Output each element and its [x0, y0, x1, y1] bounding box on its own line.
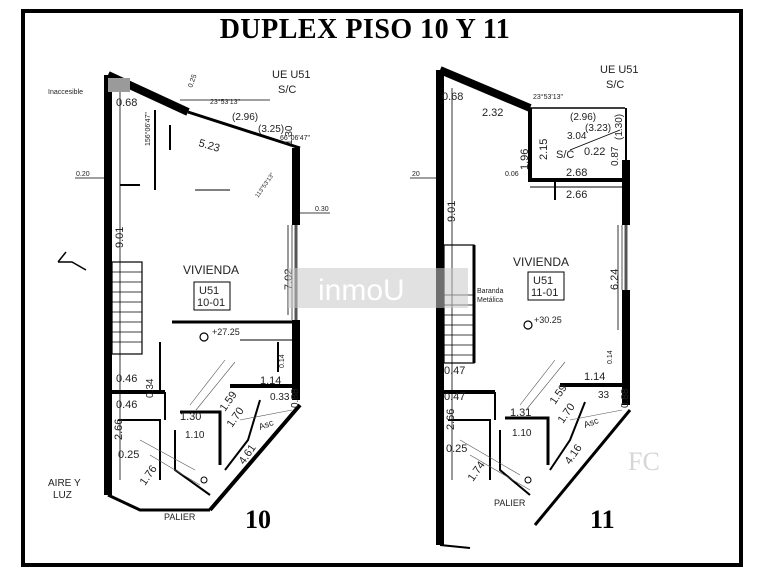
unit-code-label: U51: [199, 285, 219, 297]
ue-label: UE U51: [272, 69, 311, 81]
dim-label: 20: [412, 171, 420, 178]
baranda-label-1: Baranda: [477, 288, 504, 295]
dim-label: 0.25: [118, 449, 139, 461]
dim-label: 0.34: [145, 378, 156, 398]
angle-label: 66°06'47": [280, 134, 310, 142]
page-title: DUPLEX PISO 10 Y 11: [219, 14, 511, 45]
dim-label: 0.46: [116, 373, 137, 385]
watermark-corner-logo: FC: [628, 447, 660, 476]
room-name-label: VIVIENDA: [183, 263, 239, 277]
dim-label: 0.14: [279, 354, 286, 368]
sc-label-inner: S/C: [556, 149, 574, 161]
angle-label: 23°53'13": [210, 98, 240, 106]
palier-label: PALIER: [494, 498, 526, 508]
inaccessible-label: Inaccesible: [48, 89, 83, 96]
dim-label: 0.22: [584, 146, 605, 158]
dim-label: 1.14: [260, 375, 281, 387]
unit-tag-box: [193, 281, 231, 311]
floor-plan-11: [410, 66, 632, 549]
unit-code-label: U51: [533, 275, 553, 287]
dim-label: 2.66: [445, 409, 457, 430]
room-name-label: VIVIENDA: [513, 255, 569, 269]
dim-label: 33: [598, 390, 610, 401]
floor-label-10: 10: [245, 505, 271, 534]
outer-wall-ne-diagonal: [187, 110, 301, 150]
level-label: +27.25: [212, 327, 240, 337]
dim-label: 0.88: [290, 388, 301, 408]
dim-label: 1.76: [138, 463, 160, 487]
outer-wall-se-diagonal: [208, 403, 302, 512]
sc-label: S/C: [606, 79, 624, 91]
unit-tag-box: [527, 271, 565, 301]
dim-label: 0.33: [270, 392, 290, 403]
floor-label-11: 11: [590, 505, 615, 534]
watermark-text: inmoU: [318, 274, 405, 307]
dim-label: 0.88: [620, 388, 631, 408]
asc-label: Asc: [257, 417, 275, 432]
baranda-label-2: Metálica: [477, 297, 503, 304]
dim-label: 3.04: [567, 131, 587, 142]
unit-number-label: 10-01: [197, 297, 225, 309]
angle-label: 156°06'47": [144, 112, 152, 146]
dim-label: 6.24: [609, 269, 621, 290]
dim-label: 0.87: [610, 146, 621, 166]
dim-label: 1.96: [519, 149, 531, 170]
dim-label: 0.47: [444, 365, 465, 377]
dim-label: 9.01: [114, 227, 126, 248]
dim-label: 2.32: [482, 107, 503, 119]
palier-label: PALIER: [164, 512, 196, 522]
dim-label: (1.30): [614, 114, 625, 140]
dim-label: 9.01: [446, 201, 458, 222]
angle-label: 23°53'13": [533, 93, 563, 101]
outer-wall-se-diagonal: [533, 409, 632, 526]
dim-label: 2.68: [566, 167, 587, 179]
dim-label: 1.70: [556, 401, 578, 425]
dim-label: 0.30: [315, 206, 329, 213]
dim-label: 0.68: [442, 91, 463, 103]
floor-plan-10-labels: VIVIENDA U51 10-01 +27.25 UE U51 S/C Ina…: [48, 69, 329, 534]
dim-label: 2.66: [566, 189, 587, 201]
asc-label: Asc: [582, 415, 600, 430]
dim-label: 1.10: [185, 430, 205, 441]
dim-label: 0.46: [116, 399, 137, 411]
dim-label: 0.68: [116, 97, 137, 109]
dim-label: 5.23: [197, 137, 221, 154]
unit-number-label: 11-01: [531, 287, 558, 299]
dim-label: 0.25: [187, 73, 198, 88]
level-label: +30.25: [534, 315, 562, 325]
dim-label: (3.25): [258, 124, 284, 135]
dim-label: (2.96): [570, 112, 596, 123]
aire-luz-label-1: AIRE Y: [48, 478, 81, 489]
sc-label: S/C: [278, 84, 296, 96]
watermark: inmoU FC: [288, 268, 660, 476]
dim-label: 0.14: [607, 350, 614, 364]
floor-plan-10: [57, 71, 330, 512]
dim-label: 0.25: [446, 443, 467, 455]
dim-label: 1.14: [584, 371, 605, 383]
dim-label: 1.31: [510, 407, 531, 419]
dim-label: (2.96): [232, 112, 258, 123]
dim-label: 1.10: [512, 428, 532, 439]
outer-wall-north-diagonal: [438, 66, 532, 112]
dim-label: 1.30: [180, 411, 201, 423]
dim-label: 2.66: [113, 419, 125, 440]
dim-label: 0.06: [505, 171, 519, 178]
dim-label: 0.20: [76, 171, 90, 178]
aire-luz-label-2: LUZ: [53, 490, 72, 501]
dim-label: (3.23): [585, 123, 611, 134]
ue-label: UE U51: [600, 64, 639, 76]
watermark-band: [288, 268, 468, 308]
dim-label: 1.30: [284, 125, 295, 145]
dim-label: 2.15: [538, 139, 550, 160]
angle-label: 113°53'13": [255, 172, 276, 199]
dim-label: 1.74: [466, 459, 488, 483]
dim-label: 0.47: [444, 391, 465, 403]
